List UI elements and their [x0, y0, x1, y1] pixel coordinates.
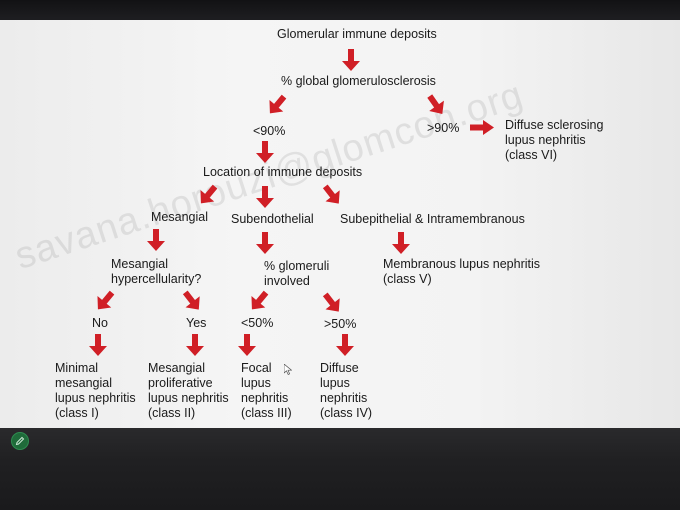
arrow-down-icon [256, 141, 274, 163]
arrow-down-left-icon [200, 184, 218, 204]
arrow-down-icon [392, 232, 410, 254]
node-root: Glomerular immune deposits [277, 27, 437, 41]
presentation-slide: savana.horouzi@glomcon.org Glomerular im… [0, 20, 680, 428]
node-class-v: Membranous lupus nephritis (class V) [383, 257, 541, 286]
arrow-down-left-icon [251, 290, 269, 310]
node-class-vi: Diffuse sclerosing lupus nephritis (clas… [505, 118, 604, 162]
arrow-down-right-icon [427, 94, 444, 115]
arrow-down-icon [256, 232, 274, 254]
arrow-down-icon [336, 334, 354, 356]
node-class-iii: Focal lupus nephritis (class III) [241, 361, 292, 420]
arrow-down-left-icon [97, 290, 115, 310]
arrow-down-icon [89, 334, 107, 356]
node-lt50: <50% [241, 316, 274, 330]
arrow-down-right-icon [322, 292, 340, 312]
arrow-down-icon [186, 334, 204, 356]
node-gt50: >50% [324, 317, 357, 331]
node-gt90: >90% [427, 121, 460, 135]
node-location: Location of immune deposits [203, 165, 363, 179]
node-class-i: Minimal mesangial lupus nephritis (class… [55, 361, 136, 420]
arrow-down-right-icon [322, 184, 340, 204]
node-pct-glomeruli: % glomeruli involved [264, 259, 330, 288]
node-no: No [92, 316, 108, 330]
pen-icon [15, 436, 25, 446]
bottom-bezel [0, 428, 680, 510]
arrow-right-icon [470, 120, 494, 135]
arrow-down-right-icon [182, 290, 200, 310]
node-mesangial: Mesangial [151, 210, 208, 224]
pen-button[interactable] [11, 432, 29, 450]
node-subendothelial: Subendothelial [231, 212, 314, 226]
arrow-down-icon [256, 186, 274, 208]
node-class-iv: Diffuse lupus nephritis (class IV) [320, 361, 373, 420]
arrow-down-icon [147, 229, 165, 251]
node-class-ii: Mesangial proliferative lupus nephritis … [148, 361, 229, 420]
node-global-sclerosis: % global glomerulosclerosis [281, 74, 436, 88]
node-lt90: <90% [253, 124, 286, 138]
arrow-down-icon [342, 49, 360, 71]
mouse-cursor-icon [284, 364, 292, 375]
node-subepithelial: Subepithelial & Intramembranous [340, 212, 525, 226]
node-mesangial-hyper: Mesangial hypercellularity? [111, 257, 202, 286]
arrow-down-left-icon [269, 94, 287, 114]
arrow-down-icon [238, 334, 256, 356]
node-yes: Yes [186, 316, 207, 330]
